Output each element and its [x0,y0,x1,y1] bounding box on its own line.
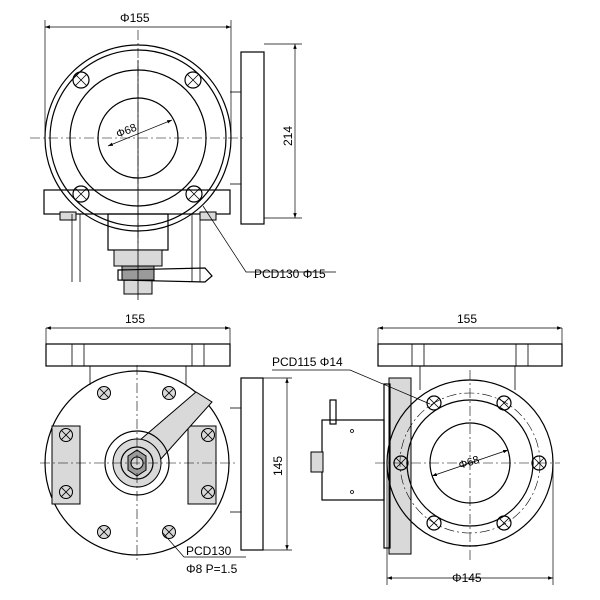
bolt-hole-cross [164,527,174,537]
top-flange-diameter-label: Φ155 [120,11,150,25]
front-height-label: 145 [271,456,285,476]
side-bolt-circle-label: PCD115 Φ14 [272,355,343,369]
bolt-hole-cross [187,74,199,86]
bolt-hole-cross [203,430,213,440]
bolt-hole-cross [498,397,510,409]
top-bolt-holes [72,71,203,203]
bolt-hole [72,185,90,203]
bolt-hole [426,515,442,531]
side-width-label: 155 [457,312,477,326]
bolt-hole [72,71,90,89]
front-plate [45,343,231,367]
side-flange-diameter-label: Φ145 [452,571,482,585]
front-bolt-circle-label: PCD130 [186,544,232,558]
bolt-hole-cross [498,517,510,529]
bolt-hole-cross [75,188,87,200]
top-plate [240,51,265,225]
side-view: 155 PCD115 Φ14 Φ68 Φ145 [272,312,563,585]
bolt-hole [496,515,512,531]
bolt-hole [496,395,512,411]
bolt-hole-cross [188,188,200,200]
side-bore-label: Φ68 [457,454,481,472]
front-view: 155 145 PCD130 Φ8 P=1.5 [40,312,292,576]
front-bolt-holes [59,386,215,539]
top-bolt-circle-label: PCD130 Φ15 [254,267,326,281]
bolt-hole-cross [428,517,440,529]
bolt-hole-cross [99,527,109,537]
bolt-hole-cross [164,388,174,398]
bolt-hole-cross [428,397,440,409]
bolt-hole-cross [61,487,71,497]
bolt-hole [184,71,202,89]
bolt-hole [185,185,203,203]
bolt-hole-cross [99,388,109,398]
front-side-plate [240,377,264,551]
front-width-label: 155 [125,312,145,326]
top-height-label: 214 [281,126,295,146]
front-bolt-spec-label: Φ8 P=1.5 [186,562,238,576]
bolt-hole-cross [203,487,213,497]
top-view: Φ155 214 Φ68 PCD130 Φ15 [30,11,336,300]
bolt-hole-cross [61,430,71,440]
bolt-hole-cross [75,74,87,86]
side-plate [377,343,563,367]
